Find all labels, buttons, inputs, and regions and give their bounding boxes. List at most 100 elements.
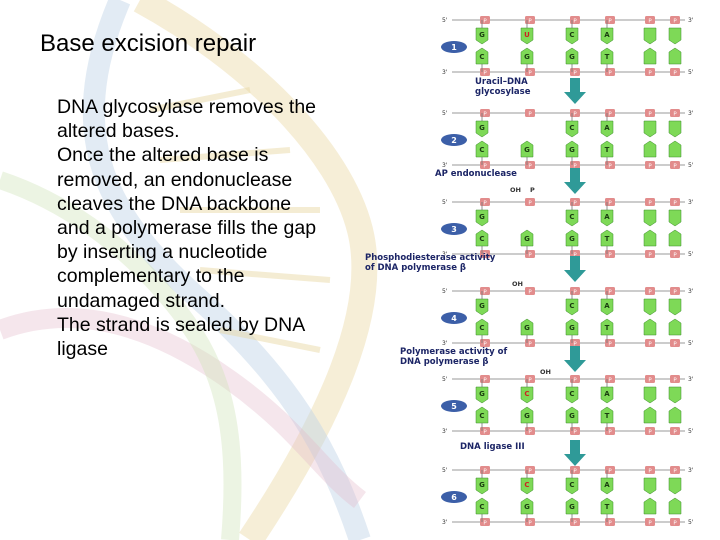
base-letter: G (479, 390, 485, 398)
phosphate-p-letter: P (483, 19, 487, 25)
base-letter: T (605, 503, 610, 511)
phosphate-p-letter: P (483, 112, 487, 118)
phosphate-p (645, 518, 655, 526)
phosphate-p-letter: P (528, 378, 532, 384)
bottom-base (643, 497, 657, 515)
phosphate-p (670, 339, 680, 347)
phosphate-p-letter: P (608, 19, 612, 25)
three-prime-label: 3' (442, 340, 448, 347)
phosphate-p (525, 16, 535, 24)
down-arrow-icon (564, 78, 586, 104)
step-number: 1 (451, 43, 457, 52)
phosphate-p-letter: P (673, 290, 677, 296)
phosphate-p-letter: P (573, 71, 577, 77)
step-number: 6 (451, 493, 457, 502)
body-paragraph-1: DNA glycosylase removes the altered base… (57, 96, 317, 143)
bottom-base (600, 497, 614, 515)
bottom-base (475, 229, 489, 247)
slide-title: Base excision repair (40, 30, 257, 57)
phosphate-p-letter: P (528, 342, 532, 348)
bottom-base (600, 406, 614, 424)
phosphate-p (670, 198, 680, 206)
bottom-base (520, 140, 534, 158)
phosphate-p-letter: P (483, 201, 487, 207)
enzyme-label: Uracil–DNA (475, 77, 528, 87)
five-prime-label: 5' (688, 69, 694, 76)
phosphate-p-letter: P (573, 19, 577, 25)
bottom-base (475, 497, 489, 515)
base-letter: G (479, 213, 485, 221)
phosphate-p-letter: P (573, 378, 577, 384)
enzyme-label: Phosphodiesterase activity (365, 253, 496, 263)
bottom-base (565, 497, 579, 515)
phosphate-p (645, 16, 655, 24)
phosphate-p-letter: P (673, 253, 677, 259)
base-letter: C (479, 412, 484, 420)
step-number-badge (441, 134, 467, 146)
top-base (520, 27, 534, 45)
phosphate-p-letter: P (648, 342, 652, 348)
five-prime-label: 5' (442, 17, 448, 24)
phosphate-p (645, 466, 655, 474)
phosphate-p-letter: P (573, 469, 577, 475)
base-letter: G (569, 412, 575, 420)
phosphate-p (525, 161, 535, 169)
top-base (643, 120, 657, 138)
phosphate-p-letter: P (648, 19, 652, 25)
phosphate-p-letter: P (648, 253, 652, 259)
base-letter: A (604, 302, 610, 310)
phosphate-p (645, 161, 655, 169)
phosphate-p (605, 250, 615, 258)
top-base (643, 386, 657, 404)
base-letter: U (524, 31, 530, 39)
bottom-base (600, 229, 614, 247)
bottom-base (643, 229, 657, 247)
phosphate-p (525, 427, 535, 435)
bottom-base (643, 47, 657, 65)
base-letter: C (569, 124, 574, 132)
base-letter: A (604, 124, 610, 132)
phosphate-p-letter: P (483, 469, 487, 475)
base-letter: C (479, 324, 484, 332)
phosphate-p-letter: P (673, 342, 677, 348)
bottom-base (643, 406, 657, 424)
top-base (668, 386, 682, 404)
phosphate-p (480, 68, 490, 76)
top-base (600, 386, 614, 404)
base-letter: C (479, 146, 484, 154)
phosphate-p (480, 109, 490, 117)
base-letter: G (524, 324, 530, 332)
three-prime-label: 3' (442, 251, 448, 258)
base-letter: C (479, 235, 484, 243)
five-prime-label: 5' (688, 428, 694, 435)
phosphate-p (480, 427, 490, 435)
phosphate-p-letter: P (528, 430, 532, 436)
bottom-base (668, 140, 682, 158)
base-letter: G (569, 146, 575, 154)
phosphate-p-letter: P (483, 342, 487, 348)
top-base (565, 27, 579, 45)
phosphate-p (670, 109, 680, 117)
top-base (600, 298, 614, 316)
phosphate-p-letter: P (573, 290, 577, 296)
base-letter: T (605, 235, 610, 243)
top-base (565, 477, 579, 495)
phosphate-p (525, 466, 535, 474)
down-arrow-icon (564, 168, 586, 194)
step-number: 4 (451, 314, 457, 323)
phosphate-p (570, 161, 580, 169)
phosphate-p (480, 250, 490, 258)
base-letter: T (605, 53, 610, 61)
five-prime-label: 5' (442, 199, 448, 206)
phosphate-p (480, 161, 490, 169)
phosphate-p-letter: P (608, 430, 612, 436)
three-prime-label: 3' (442, 519, 448, 526)
phosphate-p (605, 161, 615, 169)
phosphate-p-letter: P (573, 112, 577, 118)
phosphate-p-letter: P (673, 201, 677, 207)
top-base (565, 386, 579, 404)
five-prime-label: 5' (442, 467, 448, 474)
phosphate-p (570, 375, 580, 383)
phosphate-p (480, 375, 490, 383)
down-arrow-icon (564, 440, 586, 466)
